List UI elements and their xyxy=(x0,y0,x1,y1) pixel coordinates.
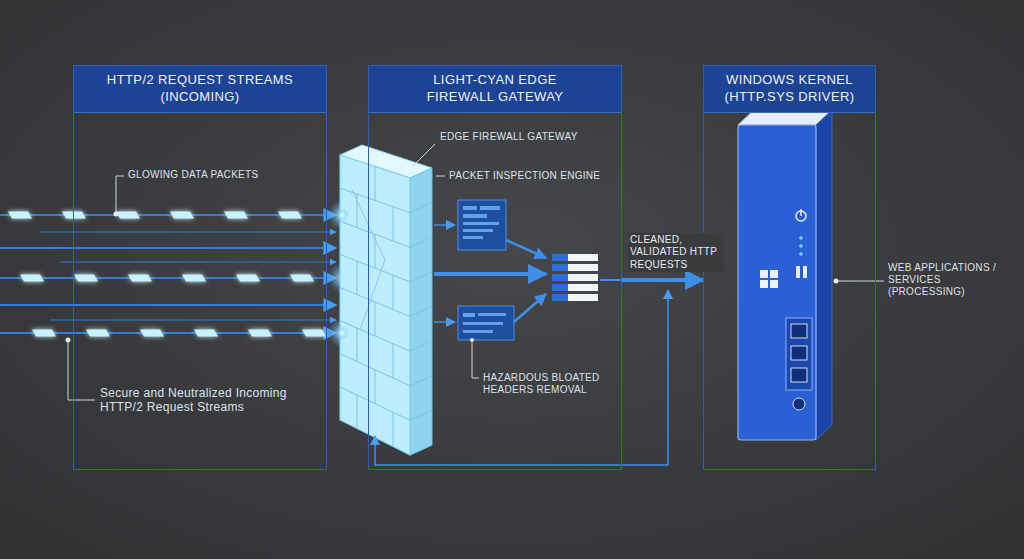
data-packet xyxy=(278,212,302,219)
stream-lines xyxy=(0,215,336,333)
callout-label: HAZARDOUS BLOATED HEADERS REMOVAL xyxy=(483,372,611,396)
data-packets xyxy=(8,212,326,337)
brick-joint xyxy=(410,203,432,213)
impact-glow xyxy=(335,208,349,222)
brick-joint xyxy=(410,410,432,420)
data-packet xyxy=(302,330,326,337)
callout-label: GLOWING DATA PACKETS xyxy=(128,169,293,181)
leader-dots xyxy=(66,212,839,343)
brick-joint xyxy=(410,376,432,386)
brick-joint xyxy=(393,344,394,378)
flow-connector xyxy=(622,278,703,282)
brick-joint xyxy=(410,445,432,455)
data-packet xyxy=(182,275,206,282)
brick-joint xyxy=(410,307,432,317)
brick-joint xyxy=(375,167,376,201)
data-packet xyxy=(290,275,314,282)
brick-joint xyxy=(375,302,376,336)
data-packet xyxy=(32,330,56,337)
callout-label: WEB APPLICATIONS / SERVICES (PROCESSING) xyxy=(888,262,1016,298)
data-packet xyxy=(116,212,140,219)
flow-arrows xyxy=(434,225,623,322)
callout-label: Secure and Neutralized Incoming HTTP/2 R… xyxy=(100,386,305,415)
brick-joint xyxy=(410,272,432,282)
brick-joint xyxy=(357,395,358,428)
data-packet xyxy=(236,275,260,282)
data-packet xyxy=(74,275,98,282)
data-packet xyxy=(170,212,194,219)
panel-region: LIGHT-CYAN EDGE FIREWALL GATEWAY xyxy=(368,65,622,470)
brick-joint xyxy=(375,370,376,404)
request-queue xyxy=(552,254,598,301)
data-packet xyxy=(62,212,86,219)
brick-joint xyxy=(393,207,394,241)
data-packet xyxy=(194,330,218,337)
brick-joint xyxy=(410,237,432,247)
data-packet xyxy=(128,275,152,282)
brick-joint xyxy=(393,412,394,446)
data-packet xyxy=(8,212,32,219)
panel-region: WINDOWS KERNEL (HTTP.SYS DRIVER) xyxy=(703,65,876,470)
feedback-loop xyxy=(375,290,668,465)
data-packet xyxy=(20,275,44,282)
brick-joint xyxy=(357,261,358,294)
data-packet xyxy=(140,330,164,337)
panel-heading: LIGHT-CYAN EDGE FIREWALL GATEWAY xyxy=(369,66,621,113)
callout-label: PACKET INSPECTION ENGINE xyxy=(449,170,617,182)
firewall-wall xyxy=(340,145,432,455)
data-packet xyxy=(248,330,272,337)
data-packet xyxy=(86,330,110,337)
callout-label: EDGE FIREWALL GATEWAY xyxy=(440,131,605,143)
impact-glow xyxy=(335,326,349,340)
panel-heading: WINDOWS KERNEL (HTTP.SYS DRIVER) xyxy=(704,66,875,113)
connector-label: CLEANED, VALIDATED HTTP REQUESTS xyxy=(628,233,724,273)
header-filter-panel xyxy=(458,306,514,340)
leader-lines xyxy=(68,144,884,400)
brick-joint xyxy=(357,328,358,361)
brick-joint xyxy=(410,341,432,351)
panel-heading: HTTP/2 REQUEST STREAMS (INCOMING) xyxy=(74,66,326,113)
inspection-panel xyxy=(458,200,506,250)
brick-joint xyxy=(393,275,394,309)
kernel-server xyxy=(738,110,832,440)
data-packet xyxy=(224,212,248,219)
